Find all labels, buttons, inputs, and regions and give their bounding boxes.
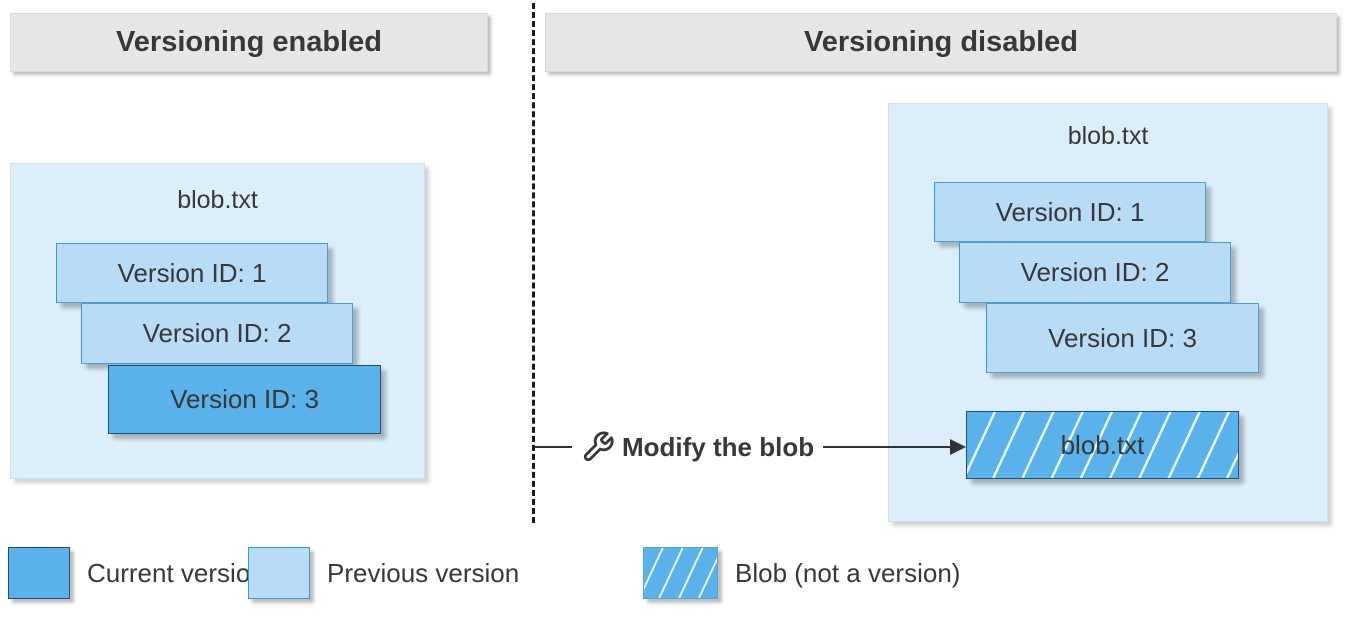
legend-item-previous-version: Previous version	[248, 546, 519, 600]
legend-label: Blob (not a version)	[735, 557, 961, 588]
hatched-blob-swatch	[643, 547, 718, 599]
wrench-icon	[581, 430, 615, 464]
left-version-box-3-current: Version ID: 3	[108, 365, 381, 434]
right-version-box-3: Version ID: 3	[986, 303, 1259, 373]
legend-item-current-version: Current version	[8, 546, 265, 600]
left-version-box-2: Version ID: 2	[81, 303, 353, 364]
connector-line	[534, 446, 572, 448]
right-blob-title: blob.txt	[1067, 122, 1149, 150]
current-version-swatch	[8, 547, 70, 599]
previous-version-swatch	[248, 547, 310, 599]
modified-blob-box: blob.txt	[966, 411, 1239, 479]
header-versioning-disabled: Versioning disabled	[545, 13, 1337, 72]
modify-blob-label: Modify the blob	[622, 431, 815, 462]
legend-item-blob-not-a-version: Blob (not a version)	[643, 546, 960, 600]
arrow-right-icon	[823, 439, 966, 455]
right-version-box-1: Version ID: 1	[934, 182, 1206, 242]
legend-label: Current version	[87, 557, 265, 588]
panel-divider-dashed-line	[532, 3, 535, 523]
left-blob-title: blob.txt	[177, 186, 258, 214]
left-blob-container: blob.txt Version ID: 1 Version ID: 2 Ver…	[10, 163, 425, 479]
legend: Current version Previous version Blob (n…	[0, 546, 1345, 602]
left-version-box-1: Version ID: 1	[56, 243, 328, 303]
legend-label: Previous version	[327, 557, 520, 588]
right-version-box-2: Version ID: 2	[959, 242, 1231, 303]
modify-action-group: Modify the blob	[534, 426, 966, 468]
header-versioning-enabled: Versioning enabled	[10, 13, 488, 72]
